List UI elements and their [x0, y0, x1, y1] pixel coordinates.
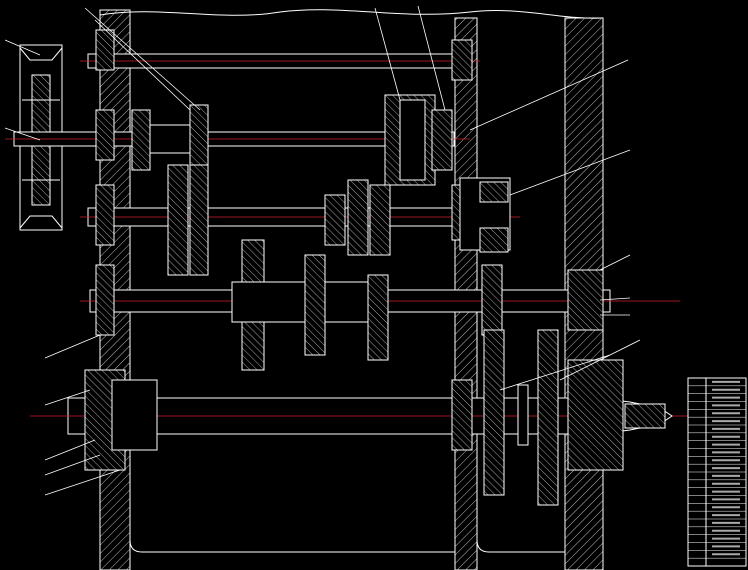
top-break-line: [99, 9, 604, 19]
housing-inner-outline: [129, 20, 565, 553]
coupling-shaft2: [459, 177, 511, 253]
bearings-left: [84, 29, 158, 471]
gears-shaft3: [231, 239, 503, 371]
shaft-1: [80, 53, 480, 69]
bearings-right: [567, 269, 624, 471]
gears-spindle: [483, 329, 559, 506]
leader-lines: [4, 5, 641, 496]
gears-shaft2: [167, 164, 391, 276]
bom-table: [687, 377, 747, 567]
gears-input-shaft: [131, 104, 209, 176]
clutch-assembly: [384, 94, 453, 186]
bom-rows: [688, 380, 746, 559]
